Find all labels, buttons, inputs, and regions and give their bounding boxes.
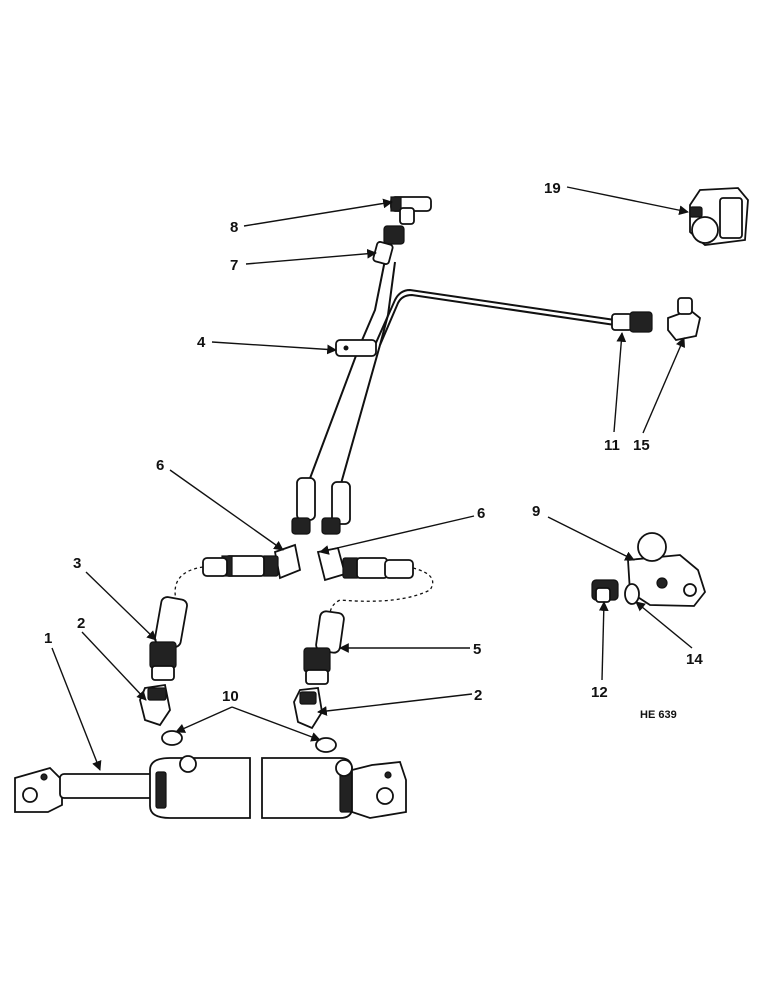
o-ring-right	[315, 737, 337, 753]
tube-clamp	[335, 339, 377, 357]
callout-19: 19	[544, 180, 561, 197]
hydraulic-tube-assembly	[299, 259, 616, 506]
callout-2-right: 2	[474, 687, 482, 704]
callout-labels: 8 7 4 19 11 15 6 6 9 3 5 2 2 1 10 12 14 …	[44, 180, 703, 721]
callout-1: 1	[44, 630, 52, 647]
drawing-code: HE 639	[640, 709, 677, 721]
hose-fitting-left	[149, 596, 188, 681]
hose-fitting-right	[303, 610, 345, 685]
hydraulic-cylinder	[14, 755, 407, 819]
hose-line-right	[329, 567, 434, 616]
fitting-12	[591, 579, 619, 603]
callout-3: 3	[73, 555, 81, 572]
o-ring-left	[161, 730, 183, 746]
o-ring-14	[624, 583, 640, 605]
callout-11: 11	[604, 437, 620, 454]
callout-5: 5	[473, 641, 481, 658]
callout-9: 9	[532, 503, 540, 520]
tee-fitting	[390, 196, 432, 225]
leader-lines	[51, 186, 693, 771]
tube-ends	[291, 477, 351, 535]
callout-15: 15	[633, 437, 650, 454]
elbow-fitting-left	[139, 683, 171, 727]
callout-2-left: 2	[77, 615, 85, 632]
callout-10: 10	[222, 688, 239, 705]
callout-6-left: 6	[156, 457, 164, 474]
callout-14: 14	[686, 651, 703, 668]
callout-12: 12	[591, 684, 608, 701]
elbow-fitting-right-lower	[293, 687, 323, 730]
connector-fitting	[372, 225, 405, 265]
hose-right	[316, 546, 414, 582]
callout-4: 4	[197, 334, 206, 351]
hose-left	[202, 543, 302, 580]
valve-part	[689, 187, 749, 246]
callout-8: 8	[230, 219, 238, 236]
callout-7: 7	[230, 257, 238, 274]
callout-6-right: 6	[477, 505, 485, 522]
hose-line-left	[174, 566, 204, 601]
elbow-fitting-right	[611, 297, 702, 341]
